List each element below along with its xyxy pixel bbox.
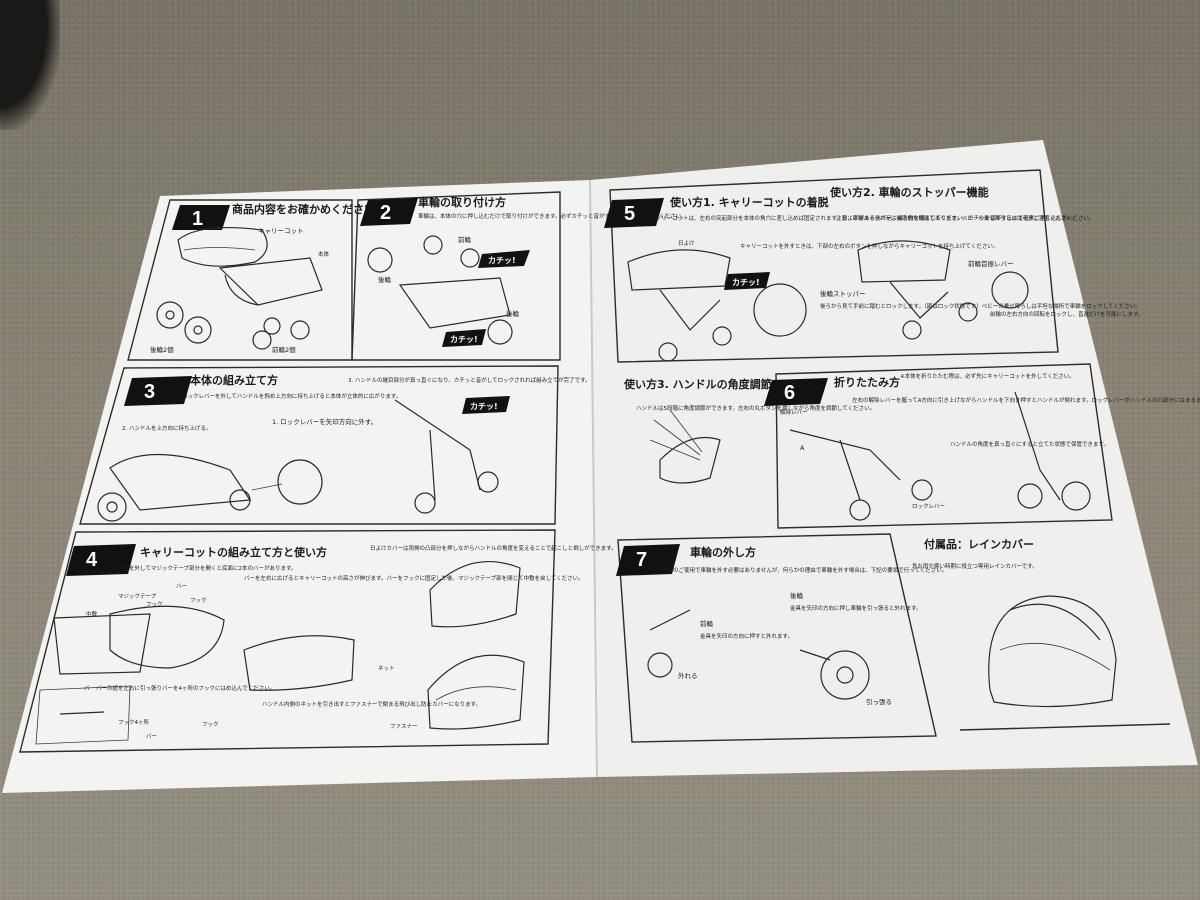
accessory-note: 急な雨や寒い時期に役立つ専用レインカバーです。 [912,562,1038,570]
svg-text:日よけ: 日よけ [678,240,695,247]
svg-text:前輪の左右方向の回転をロックし、直進だけを可能にします。: 前輪の左右方向の回転をロックし、直進だけを可能にします。 [990,310,1143,318]
section-accessory: 付属品：レインカバー 急な雨や寒い時期に役立つ専用レインカバーです。 [912,537,1171,731]
svg-text:フック: フック [202,721,219,728]
carpet-shadow [0,0,60,130]
section-1-title: 商品内容をお確かめください。 [232,202,386,216]
section-1-number: 1 [192,208,203,230]
section-6-note: 左右の解除レバーを握ってA方向に引き上げながらハンドルを下向き押すとハンドルが倒… [852,396,1200,404]
section-2: 2 車輪の取り付け方 車輪は、本体の穴に押し込むだけで取り付けができます。必ずカ… [351,191,687,361]
svg-text:バー: バー [84,685,95,692]
svg-text:前輪首振レバー: 前輪首振レバー [968,259,1014,268]
section-5b-warning: 注意：車輪ストッパーは補助的な機能であります。ベビーの乗せ降ろしには十分ご注意く… [836,214,1077,222]
svg-text:解除レバー: 解除レバー [780,408,808,416]
svg-text:ハンドル内側のネットを引き出すとファスナーで閉まる飛び出し防: ハンドル内側のネットを引き出すとファスナーで閉まる飛び出し防止カバーになります。 [262,700,481,708]
section-5b-title: 使い方2. 車輪のストッパー機能 [829,185,989,199]
svg-text:前輪: 前輪 [458,235,472,244]
section-4-number: 4 [86,549,98,571]
section-6-warning: ※本体を折りたたむ際は、必ず先にキャリーコットを外してください。 [900,372,1075,380]
svg-text:ネット: ネット [378,665,395,672]
click-callout-3: カチッ! [470,402,498,411]
click-callout-4: カチッ! [732,278,760,287]
svg-text:後輪2個: 後輪2個 [150,345,174,354]
section-handle-title: 使い方3. ハンドルの角度調節 [623,377,772,391]
svg-text:外れる: 外れる [678,671,698,680]
svg-text:後輪ストッパー: 後輪ストッパー [820,289,866,298]
section-2-note: 車輪は、本体の穴に押し込むだけで取り付けができます。必ずカチッと音がする所まで押… [418,212,687,220]
section-2-title: 車輪の取り付け方 [418,195,506,209]
svg-text:本体: 本体 [318,250,330,258]
svg-text:後輪: 後輪 [790,591,804,600]
section-7-number: 7 [636,549,647,571]
section-5-number: 5 [624,203,635,225]
svg-text:フック: フック [190,597,207,604]
svg-text:フック: フック [146,601,163,608]
svg-text:フック4ヶ所: フック4ヶ所 [118,718,149,726]
svg-text:金具を矢印の方向に押すと外れます。: 金具を矢印の方向に押すと外れます。 [700,632,793,640]
svg-text:バー: バー [176,583,187,590]
svg-text:ロックレバー: ロックレバー [912,503,945,510]
section-6-number: 6 [784,382,795,404]
svg-text:後輪: 後輪 [506,309,520,318]
svg-text:金具を矢印の方向に押し車輪を引っ張ると外れます。: 金具を矢印の方向に押し車輪を引っ張ると外れます。 [790,604,921,612]
svg-text:前輪2個: 前輪2個 [272,345,296,354]
svg-text:3. ハンドルの継目部分が真っ直ぐになり、カチッと音がしてロ: 3. ハンドルの継目部分が真っ直ぐになり、カチッと音がしてロックされれば組み立て… [348,376,591,384]
svg-text:中敷を外してマジックテープ部分を開くと底面に2本のバーがあり: 中敷を外してマジックテープ部分を開くと底面に2本のバーがあります。 [118,564,296,572]
section-3-title: 本体の組み立て方 [190,373,278,387]
svg-text:後輪: 後輪 [378,275,392,284]
section-handle: 使い方3. ハンドルの角度調節 ハンドルは5段階に角度調節ができます。左右の丸ボ… [623,377,875,484]
svg-text:A: A [800,444,805,452]
section-3: 3 本体の組み立て方 ロックレバーを外してハンドルを斜め上方向に持ち上げると本体… [79,365,591,525]
svg-text:ハンドルの角度を真っ直ぐにすると立てた状態で保管できます。: ハンドルの角度を真っ直ぐにすると立てた状態で保管できます。 [950,440,1109,448]
svg-text:2. ハンドルを上方向に持ち上げる。: 2. ハンドルを上方向に持ち上げる。 [122,424,212,432]
svg-text:マジックテープ: マジックテープ [118,593,157,600]
section-7-title: 車輪の外し方 [690,545,756,559]
svg-text:バーの紐を左右に引っ張りバーを4ヶ所のフックにはめ込んでくだ: バーの紐を左右に引っ張りバーを4ヶ所のフックにはめ込んでください。 [96,684,275,692]
section-6-title: 折りたたみ方 [834,375,900,389]
click-callout-1: カチッ! [488,256,516,265]
section-4-title: キャリーコットの組み立て方と使い方 [140,545,327,559]
accessory-title: 付属品：レインカバー [924,537,1034,551]
svg-text:中敷: 中敷 [86,610,98,618]
section-handle-note: ハンドルは5段階に角度調節ができます。左右の丸ボタンを押しながら角度を調節してく… [636,404,875,412]
section-3-note: ロックレバーを外してハンドルを斜め上方向に持ち上げると本体が立体的に広がります。 [182,392,401,400]
section-5-note: キャリーコットは、左右の突起部分を本体の角穴に差し込めば固定されます。日よけがあ… [650,214,1094,222]
section-3-number: 3 [144,381,155,403]
svg-text:バーを左右に広げるとキャリーコットの高さが伸びます。バーをフ: バーを左右に広げるとキャリーコットの高さが伸びます。バーをフックに固定した後、マ… [244,574,584,582]
svg-text:ファスナー: ファスナー [390,723,418,730]
section-5-title: 使い方1. キャリーコットの着脱 [669,195,829,209]
svg-text:後ろから見て手前に踏むとロックします。（図はロック状態です）: 後ろから見て手前に踏むとロックします。（図はロック状態です）ベビーの乗せ降ろしは… [820,302,1141,310]
svg-text:日よけカバーは両側の凸部分を押しながらハンドルの角度を変える: 日よけカバーは両側の凸部分を押しながらハンドルの角度を変えることで起こしと倒しが… [370,544,617,552]
svg-text:バー: バー [146,733,157,740]
section-4: 4 キャリーコットの組み立て方と使い方 中敷を外してマジックテープ部分を開くと底… [19,529,617,753]
section-5b: 使い方2. 車輪のストッパー機能 注意：車輪ストッパーは補助的な機能であります。… [820,185,1143,340]
section-7-note: 通常のご使用で車輪を外す必要はありませんが、何らかの理由で車輪を外す場合は、下記… [662,566,947,574]
svg-text:1. ロックレバーを矢印方向に外す。: 1. ロックレバーを矢印方向に外す。 [272,417,377,426]
svg-text:引っ張る: 引っ張る [866,697,892,706]
section-6: 6 折りたたみ方 ※本体を折りたたむ際は、必ず先にキャリーコットを外してください… [764,363,1200,529]
svg-text:キャリーコット: キャリーコット [258,227,304,235]
section-2-number: 2 [380,202,391,224]
svg-text:前輪: 前輪 [700,619,714,628]
click-callout-2: カチッ! [450,335,478,344]
section-7: 7 車輪の外し方 通常のご使用で車輪を外す必要はありませんが、何らかの理由で車輪… [616,533,947,743]
paper-right-page [590,140,1198,777]
